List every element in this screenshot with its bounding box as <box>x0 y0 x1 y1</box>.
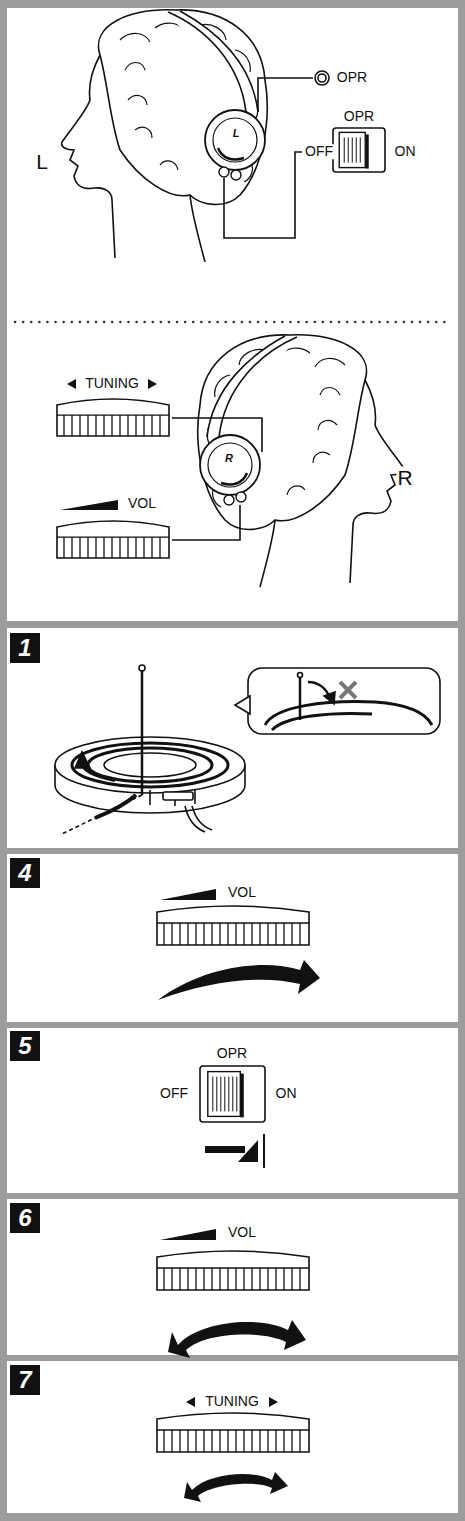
control-label: R <box>396 466 413 489</box>
control-label: OPR <box>343 109 375 124</box>
control-label: TUNING <box>204 1394 260 1409</box>
step-number: 6 <box>10 1203 40 1233</box>
thumb-wheel <box>157 1413 309 1452</box>
step-number: 1 <box>10 633 40 663</box>
control-label: VOL <box>227 1225 257 1240</box>
tuning-arrow <box>67 379 76 389</box>
volume-wedge <box>160 1229 216 1240</box>
control-label: L <box>35 150 49 173</box>
control-label: OPR <box>336 70 368 85</box>
thumb-wheel <box>157 906 309 945</box>
step-number-text: 4 <box>18 861 31 885</box>
thumb-wheel <box>57 399 169 436</box>
volume-wedge <box>60 500 118 510</box>
control-label: VOL <box>227 885 257 900</box>
step-number: 5 <box>10 1031 40 1061</box>
tuning-arrow <box>269 1397 278 1407</box>
control-label: ON <box>275 1086 298 1101</box>
step-number-text: 1 <box>18 636 31 660</box>
thumb-wheel <box>57 521 169 558</box>
control-label: OFF <box>304 144 334 159</box>
control-label: OFF <box>159 1086 189 1101</box>
control-label: TUNING <box>84 376 140 391</box>
slide-switch <box>200 1066 265 1122</box>
volume-wedge <box>160 889 216 900</box>
step-number-text: 5 <box>18 1034 31 1058</box>
control-label: VOL <box>127 496 157 511</box>
step-number: 7 <box>10 1365 40 1395</box>
control-label: ON <box>394 144 417 159</box>
slide-switch <box>333 128 385 172</box>
step-number-text: 7 <box>18 1368 31 1392</box>
tuning-arrow <box>148 379 157 389</box>
tuning-arrow <box>186 1397 195 1407</box>
step-number: 4 <box>10 858 40 888</box>
step-number-text: 6 <box>18 1206 31 1230</box>
thumb-wheel <box>157 1251 309 1290</box>
control-label: OPR <box>216 1046 248 1061</box>
earcup-mark: L <box>232 127 241 139</box>
earcup-mark: R <box>224 452 234 464</box>
